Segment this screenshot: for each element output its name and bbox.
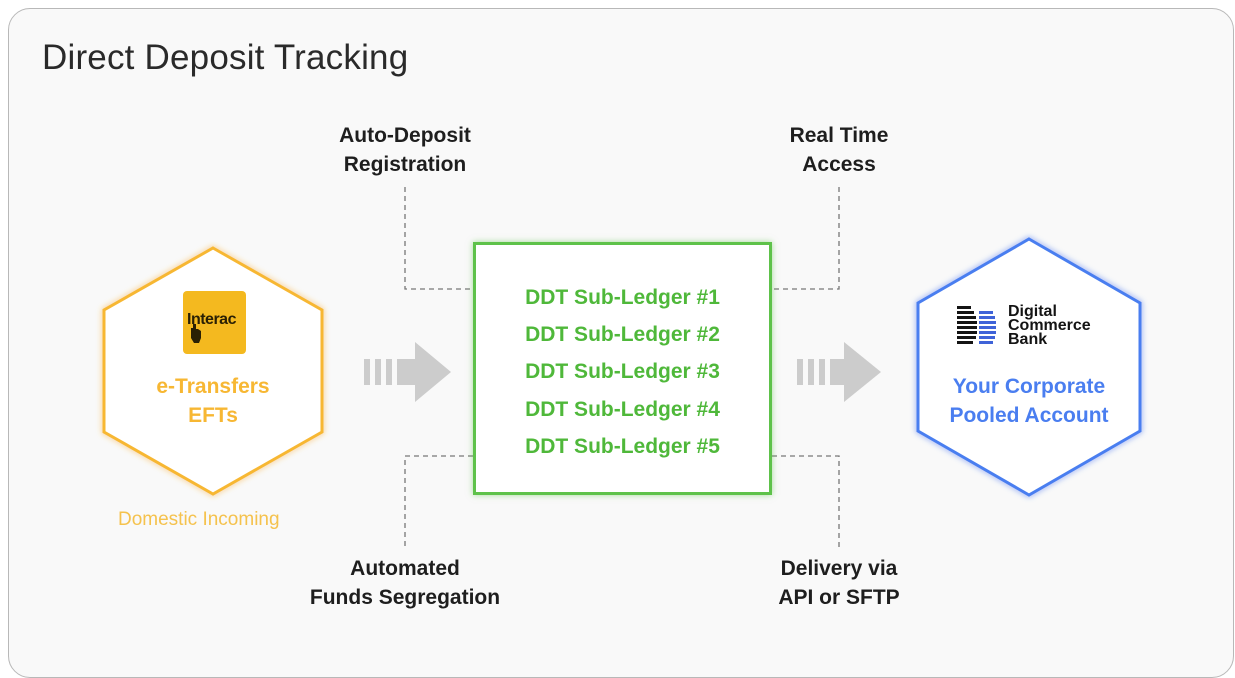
connector-top-left bbox=[404, 187, 473, 290]
interac-logo: Interac bbox=[183, 291, 246, 354]
destination-hexagon bbox=[916, 237, 1142, 497]
feature-real-time-access: Real Time Access bbox=[789, 124, 889, 176]
bank-name: Digital Commerce Bank bbox=[1008, 303, 1091, 348]
hand-pointer-icon bbox=[191, 324, 201, 343]
connector-bottom-left bbox=[404, 455, 473, 548]
feature-delivery-via-api-sftp: Delivery via API or SFTP bbox=[778, 557, 900, 609]
flow-arrow-right bbox=[797, 342, 881, 402]
sub-ledger-3: DDT Sub-Ledger #3 bbox=[525, 360, 720, 383]
connector-bottom-right bbox=[772, 455, 840, 548]
feature-automated-funds-segregation: Automated Funds Segregation bbox=[309, 557, 501, 609]
flow-arrow-left bbox=[364, 342, 451, 402]
page-title: Direct Deposit Tracking bbox=[42, 38, 409, 77]
sub-ledger-4: DDT Sub-Ledger #4 bbox=[525, 398, 720, 421]
connector-top-right bbox=[772, 187, 840, 290]
feature-auto-deposit-registration: Auto-Deposit Registration bbox=[339, 124, 471, 176]
connectors bbox=[404, 187, 840, 548]
sub-ledger-box: DDT Sub-Ledger #1 DDT Sub-Ledger #2 DDT … bbox=[473, 242, 772, 495]
source-hexagon bbox=[102, 246, 324, 496]
sub-ledger-2: DDT Sub-Ledger #2 bbox=[525, 323, 720, 346]
sub-ledger-1: DDT Sub-Ledger #1 bbox=[525, 286, 720, 309]
source-label: e-Transfers EFTs bbox=[156, 375, 270, 427]
interac-logo-text: Interac bbox=[187, 311, 236, 328]
digital-commerce-bank-logo-icon bbox=[957, 306, 996, 344]
destination-label: Your Corporate Pooled Account bbox=[949, 375, 1109, 427]
sub-ledger-5: DDT Sub-Ledger #5 bbox=[525, 435, 720, 458]
source-caption: Domestic Incoming bbox=[118, 509, 280, 530]
